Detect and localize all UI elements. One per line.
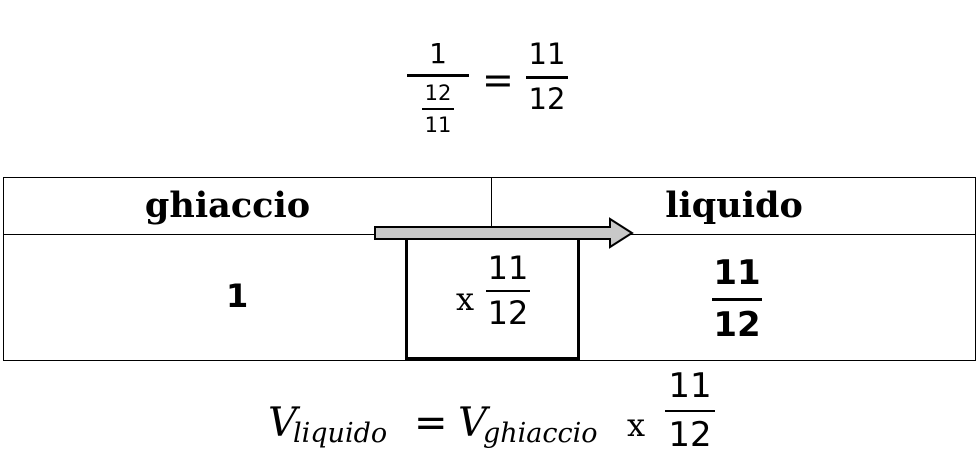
conversion-table: ghiaccio liquido 1 11 12 [3,177,976,361]
liquid-value-fraction: 11 12 [709,256,765,342]
inner-numerator: 12 [424,81,452,105]
rhs-fraction-bar [526,76,568,79]
liquid-denominator: 12 [713,305,761,345]
v-liquid: V [268,400,297,446]
bottom-times-sign: x [627,406,646,444]
equals-sign: = [482,58,514,102]
main-numerator: 1 [429,37,447,70]
main-fraction-bar [407,74,469,77]
bottom-fraction: 11 12 [663,369,717,452]
ice-value: 1 [226,277,249,315]
complex-fraction: 1 12 11 [405,40,471,136]
top-formula: 1 12 11 = 11 12 [0,0,980,160]
v-ice: V [458,400,487,446]
multiply-sign: x [456,280,475,318]
multiplier-fraction-bar [486,290,530,292]
liquid-fraction-bar [712,298,762,301]
bottom-formula: V liquido = V ghiaccio x 11 12 [0,365,980,472]
rhs-fraction: 11 12 [524,40,570,114]
multiplier-numerator: 11 [487,249,529,287]
bottom-fraction-bar [665,410,715,412]
rhs-numerator: 11 [528,37,566,71]
inner-denominator: 11 [424,113,452,137]
multiplier-denominator: 12 [487,294,529,332]
inner-fraction-bar [422,108,454,110]
inner-fraction: 12 11 [422,83,454,136]
header-liquido: liquido [665,185,803,226]
bottom-denominator: 12 [668,415,712,455]
multiplier-fraction: 11 12 [484,252,532,329]
v-liquid-subscript: liquido [293,418,388,449]
bottom-numerator: 11 [668,366,712,406]
v-ice-subscript: ghiaccio [483,418,598,449]
liquid-numerator: 11 [713,253,761,293]
header-ghiaccio: ghiaccio [144,185,311,226]
multiplier-box: x 11 12 [405,233,580,360]
arrow-right-icon [374,217,634,249]
bottom-equals-sign: = [414,400,448,446]
rhs-denominator: 12 [528,82,566,116]
table-column-divider [491,178,492,234]
